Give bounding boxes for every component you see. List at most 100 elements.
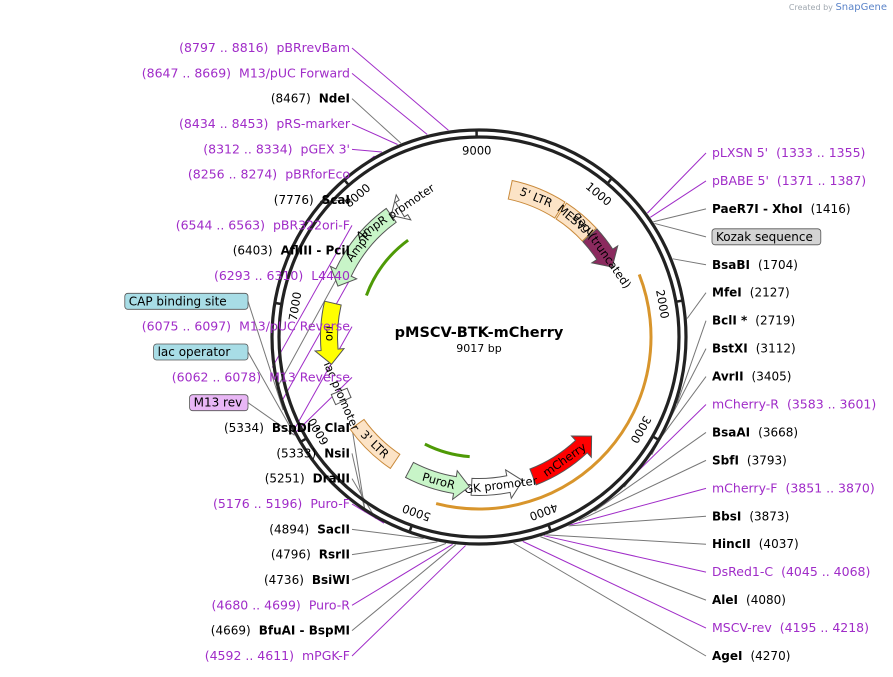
feature-3-ltr bbox=[349, 418, 401, 470]
enzyme-sacii: (4894)SacII bbox=[269, 522, 350, 536]
leader-line bbox=[351, 453, 366, 513]
credit-prefix: Created by bbox=[788, 3, 833, 12]
leader-line bbox=[570, 487, 707, 526]
feature-mcherry bbox=[529, 435, 593, 486]
enzyme-hincii: HincII(4037) bbox=[712, 537, 799, 551]
primer-prs-marker: (8434 .. 8453)pRS-marker bbox=[179, 116, 351, 131]
enzyme-alei: AleI(4080) bbox=[712, 593, 786, 607]
tick-label: 5000 bbox=[400, 501, 432, 524]
feature-label: ori bbox=[321, 326, 335, 341]
backbone-inner bbox=[277, 135, 681, 539]
leader-line bbox=[351, 148, 382, 153]
primer-pbrforeco: (8256 .. 8274)pBRforEco bbox=[188, 167, 350, 182]
snapgene-logo: SnapGene bbox=[835, 2, 887, 13]
plasmid-length: 9017 bp bbox=[456, 342, 501, 355]
leader-line bbox=[546, 534, 707, 545]
leader-line bbox=[319, 199, 353, 202]
primer-pbr322ori-f: (6544 .. 6563)pBR322ori-F bbox=[176, 217, 350, 232]
leader-line bbox=[271, 225, 353, 368]
leader-line bbox=[351, 528, 424, 540]
feature-ampr bbox=[329, 207, 397, 287]
enzyme-mfei: MfeI(2127) bbox=[712, 286, 790, 300]
feature-ori bbox=[313, 300, 346, 366]
feature-lac-promoter bbox=[330, 387, 352, 406]
backbone-outer bbox=[270, 128, 688, 546]
leader-line bbox=[351, 542, 447, 581]
primer-puro-f: (5176 .. 5196)Puro-F bbox=[213, 496, 350, 511]
orf-arc bbox=[365, 238, 409, 296]
leader-line bbox=[578, 459, 707, 522]
tag-label: Kozak sequence bbox=[716, 230, 813, 244]
leader-line bbox=[568, 515, 707, 527]
tick-label: 7000 bbox=[286, 291, 305, 322]
leader-line bbox=[672, 258, 707, 266]
primer-m13-puc-reverse: (6075 .. 6097)M13/pUC Reverse bbox=[142, 319, 351, 334]
primer-m13-reverse: (6062 .. 6078)M13 Reverse bbox=[172, 369, 350, 384]
leader-line bbox=[650, 180, 707, 218]
primer-dsred1-c: DsRed1-C(4045 .. 4068) bbox=[712, 564, 870, 579]
enzyme-bfuai-bspmi: (4669)BfuAI - BspMI bbox=[211, 624, 350, 638]
enzyme-paer7i-xhoi: PaeR7I - XhoI(1416) bbox=[712, 202, 851, 216]
enzyme-afliii-pcii: (6403)AflIII - PciI bbox=[233, 244, 350, 258]
tick-mark bbox=[674, 299, 684, 304]
primer-pbabe-5: pBABE 5'(1371 .. 1387) bbox=[712, 173, 866, 188]
tag-kozak-sequence bbox=[711, 228, 822, 246]
tick-mark bbox=[605, 176, 614, 186]
enzyme-rsrii: (4796)RsrII bbox=[271, 548, 350, 562]
primer-m13-puc-forward: (8647 .. 8669)M13/pUC Forward bbox=[142, 65, 350, 80]
tick-label: 9000 bbox=[462, 143, 491, 157]
primer-mpgk-f: (4592 .. 4611)mPGK-F bbox=[205, 648, 350, 663]
feature-pgk-promoter bbox=[470, 468, 524, 500]
leader-line bbox=[594, 432, 707, 512]
primer-mcherry-f: mCherry-F(3851 .. 3870) bbox=[712, 480, 875, 495]
feature-mesv bbox=[555, 202, 597, 242]
enzyme-avrii: AvrII(3405) bbox=[712, 370, 791, 384]
enzyme-agei: AgeI(4270) bbox=[712, 649, 790, 663]
leader-line bbox=[351, 47, 449, 131]
tag-label: CAP binding site bbox=[129, 294, 227, 308]
leader-line bbox=[351, 98, 402, 144]
leader-line bbox=[293, 376, 353, 435]
orf-arc bbox=[424, 442, 470, 459]
tick-mark bbox=[299, 436, 309, 444]
leader-line bbox=[247, 402, 295, 436]
enzyme-draiii: (5251)DraIII bbox=[265, 472, 350, 486]
leader-line bbox=[351, 544, 456, 632]
label-leaders bbox=[247, 47, 707, 657]
enzyme-bstxi: BstXI(3112) bbox=[712, 342, 796, 356]
leader-line bbox=[654, 222, 707, 238]
enzyme-bsaai: BsaAI(3668) bbox=[712, 425, 798, 439]
enzyme-bspdi-clai: (5334)BspDI - ClaI bbox=[224, 421, 350, 435]
leader-line bbox=[351, 72, 428, 135]
enzyme-sbfi: SbfI(3793) bbox=[712, 453, 787, 467]
enzyme-nsii: (5333)NsiI bbox=[276, 446, 350, 460]
feature-5-ltr bbox=[507, 179, 566, 219]
leader-line bbox=[292, 326, 353, 433]
primer-l4440: (6293 .. 6310)L4440 bbox=[214, 268, 350, 283]
leader-line bbox=[280, 275, 353, 404]
site-labels: (8797 .. 8816)pBRrevBam(8647 .. 8669)M13… bbox=[124, 40, 876, 663]
orf-arc bbox=[435, 273, 653, 511]
feature-ampr-promoter bbox=[390, 193, 412, 221]
tick-mark bbox=[342, 178, 351, 187]
primer-mscv-rev: MSCV-rev(4195 .. 4218) bbox=[712, 620, 869, 635]
tick-mark bbox=[651, 434, 661, 442]
leader-line bbox=[543, 535, 707, 573]
leader-line bbox=[653, 208, 707, 223]
enzyme-ndei: (8467)NdeI bbox=[271, 92, 350, 106]
primer-puro-r: (4680 .. 4699)Puro-R bbox=[212, 597, 351, 612]
tag-cap-binding-site bbox=[124, 292, 249, 310]
leader-line bbox=[646, 152, 707, 214]
leader-line bbox=[247, 351, 293, 430]
leader-line bbox=[686, 292, 707, 319]
leader-line bbox=[540, 536, 707, 601]
primer-mcherry-r: mCherry-R(3583 .. 3601) bbox=[712, 397, 876, 412]
tag-label: lac operator bbox=[158, 345, 231, 359]
leader-line bbox=[676, 320, 707, 404]
tick-mark bbox=[407, 524, 414, 534]
enzyme-scai: (7776)ScaI bbox=[274, 193, 350, 207]
snapgene-credit: Created by SnapGene bbox=[789, 2, 887, 13]
tick-mark bbox=[546, 523, 553, 533]
primer-pgex-3: (8312 .. 8334)pGEX 3' bbox=[203, 141, 350, 156]
enzyme-bsiwi: (4736)BsiWI bbox=[264, 573, 350, 587]
